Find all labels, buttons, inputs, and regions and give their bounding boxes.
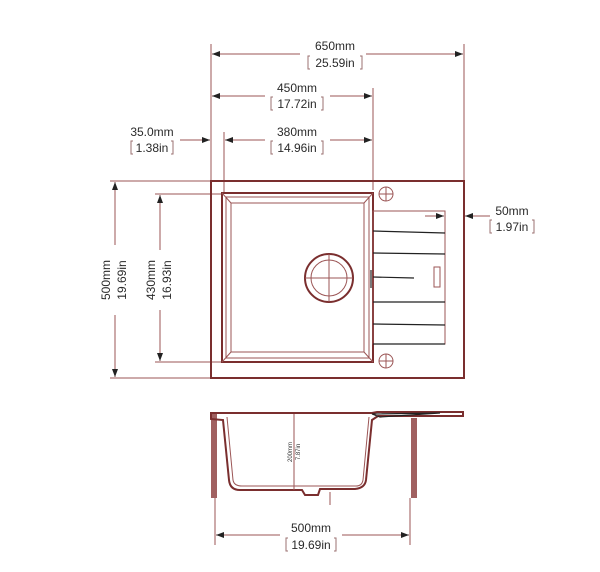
drainer-ribs bbox=[370, 210, 446, 345]
dim-450-in: 17.72in bbox=[277, 97, 316, 111]
dimension-650: 650mm 25.59in bbox=[212, 39, 463, 70]
dimension-50: 50mm 1.97in bbox=[425, 204, 535, 234]
dimension-500-width: 500mm 19.69in bbox=[216, 521, 409, 552]
dim-50-in: 1.97in bbox=[496, 220, 529, 234]
dimension-500-depth: 500mm 19.69in bbox=[99, 182, 129, 377]
dimension-35: 35.0mm 1.38in bbox=[130, 125, 210, 155]
dimension-380: 380mm 14.96in bbox=[225, 125, 372, 155]
dim-650-mm: 650mm bbox=[315, 39, 355, 53]
dim-380-mm: 380mm bbox=[277, 125, 317, 139]
dim-200-in: 7.87in bbox=[296, 444, 302, 460]
dim-450-mm: 450mm bbox=[277, 81, 317, 95]
dim-650-in: 25.59in bbox=[315, 56, 354, 70]
dim-50-mm: 50mm bbox=[495, 204, 528, 218]
dimension-430-depth: 430mm 16.93in bbox=[144, 195, 174, 361]
dim-35-mm: 35.0mm bbox=[130, 125, 173, 139]
dim-430-in: 16.93in bbox=[160, 260, 174, 299]
dim-500w-mm: 500mm bbox=[291, 521, 331, 535]
sink-top-view bbox=[210, 180, 465, 379]
drain-icon bbox=[304, 253, 354, 303]
dimension-450: 450mm 17.72in bbox=[212, 81, 372, 111]
tap-hole-icon bbox=[378, 186, 394, 369]
dim-380-in: 14.96in bbox=[277, 141, 316, 155]
dim-500-in: 19.69in bbox=[115, 260, 129, 299]
dim-35-in: 1.38in bbox=[136, 141, 169, 155]
dim-200-mm: 200mm bbox=[288, 442, 294, 462]
dim-500w-in: 19.69in bbox=[291, 538, 330, 552]
dim-500-mm: 500mm bbox=[99, 260, 113, 300]
extension-lines bbox=[110, 44, 465, 379]
dim-430-mm: 430mm bbox=[144, 260, 158, 300]
sink-side-view: 200mm 7.87in bbox=[210, 411, 464, 545]
